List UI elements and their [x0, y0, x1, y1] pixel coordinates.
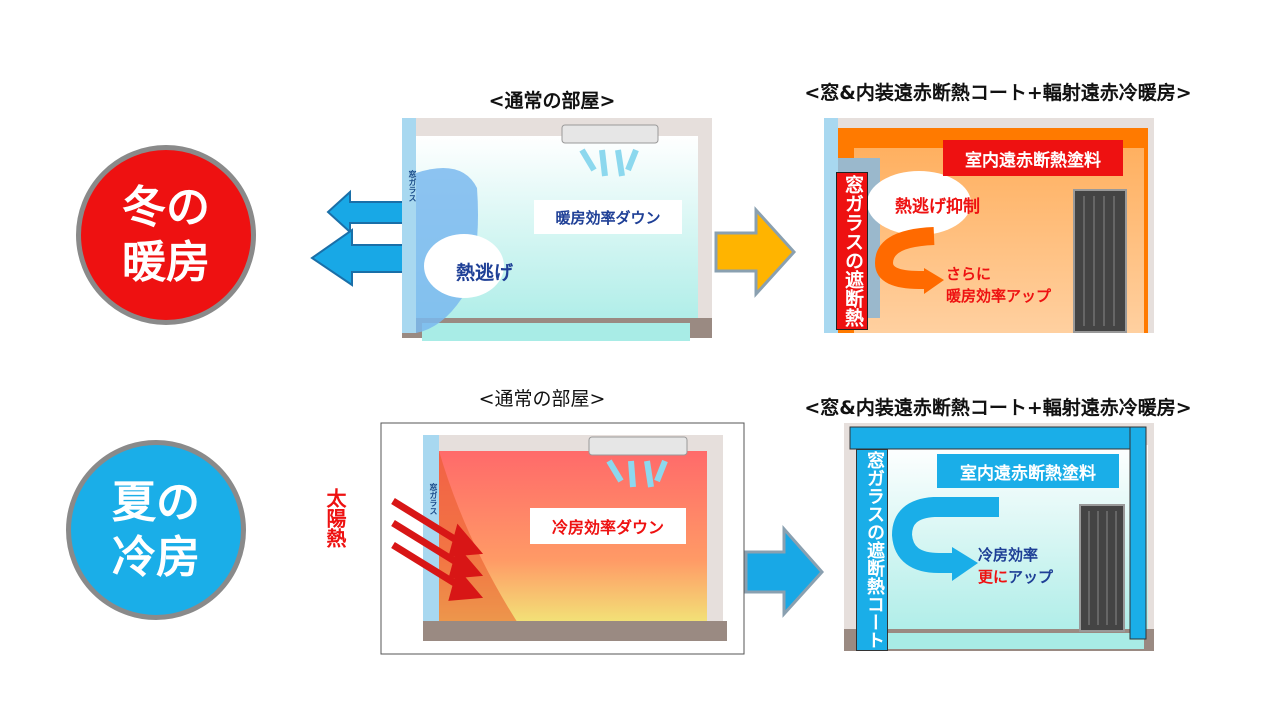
summer-efficiency-up-word: アップ	[1008, 568, 1054, 586]
solar-heat-label: 太陽熱	[323, 488, 347, 548]
winter-efficiency-up-line1: さらに	[946, 265, 992, 283]
cool-return-arrow	[891, 497, 999, 573]
winter-heating-badge: 冬の 暖房	[76, 145, 256, 325]
winter-normal-window-label: 窓ガラス	[408, 170, 417, 202]
summer-normal-caption: <通常の部屋>	[478, 388, 606, 410]
winter-normal-caption: <通常の部屋>	[488, 90, 616, 112]
summer-window-shield-label: 窓ガラスの遮断熱コート	[856, 449, 888, 651]
winter-badge-line1: 冬の	[122, 182, 210, 233]
heat-suppress-cloud	[867, 171, 971, 235]
summer-badge-line1: 夏の	[112, 477, 200, 528]
sun-ray-arrows	[391, 498, 484, 601]
summer-badge-line2: 冷房	[112, 532, 200, 583]
summer-efficiency-down-label: 冷房効率ダウン	[530, 508, 686, 544]
summer-normal-window-label: 窓ガラス	[429, 483, 438, 515]
winter-badge-line2: 暖房	[122, 237, 210, 288]
summer-efficiency-up-line2: 更にアップ	[978, 566, 1053, 587]
winter-interior-paint-label: 室内遠赤断熱塗料	[943, 140, 1123, 176]
heat-loss-arrows	[310, 189, 426, 287]
air-conditioner	[561, 124, 659, 144]
winter-window-shield-label: 窓ガラスの遮断熱	[836, 172, 868, 330]
radiant-panel	[1073, 189, 1127, 333]
winter-efficiency-down-label: 暖房効率ダウン	[534, 200, 682, 234]
heat-escape-label: 熱逃げ	[456, 262, 514, 284]
winter-process-arrow	[714, 206, 797, 298]
winter-improved-caption: <窓&内装遠赤断熱コート+輻射遠赤冷暖房>	[804, 82, 1192, 104]
heat-escape-cloud	[424, 234, 504, 298]
winter-efficiency-up-line2: 暖房効率アップ	[946, 287, 1052, 305]
heat-suppress-label: 熱逃げ抑制	[895, 197, 980, 217]
air-conditioner	[588, 436, 688, 456]
summer-process-arrow	[744, 525, 825, 618]
summer-cooling-badge: 夏の 冷房	[66, 440, 246, 620]
summer-interior-paint-label: 室内遠赤断熱塗料	[937, 454, 1119, 488]
heat-return-arrow	[874, 227, 935, 289]
summer-improved-caption: <窓&内装遠赤断熱コート+輻射遠赤冷暖房>	[804, 397, 1192, 419]
radiant-panel	[1079, 504, 1125, 632]
summer-efficiency-up-line1: 冷房効率	[978, 546, 1039, 564]
winter-normal-room	[402, 118, 712, 341]
summer-efficiency-up-further: 更に	[978, 568, 1009, 586]
